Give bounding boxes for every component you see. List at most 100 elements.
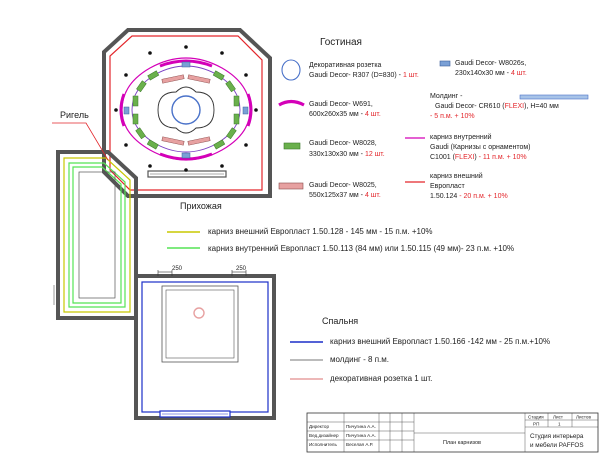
ceiling-rosette — [171, 95, 201, 125]
tb-h-sheet: Лист — [553, 415, 564, 420]
hallway-inner-cornice — [68, 162, 126, 308]
legend-hall-inner: карниз внутренний Европласт 1.50.113 (84… — [208, 244, 514, 253]
tb-role-1: Вед.дизайнер — [309, 432, 339, 438]
w8028-element — [132, 95, 139, 107]
w8028-element — [146, 139, 159, 150]
w691-element — [159, 152, 213, 161]
bedroom: 250 250 — [134, 266, 276, 420]
legend-rosette-l2: Gaudi Decor- R307 (D=830) - 1 шт. — [309, 72, 419, 79]
w8028-element — [225, 80, 236, 93]
legend-w691-l2: 600x260x35 мм - 4 шт. — [309, 111, 381, 118]
molding-legend-icon — [519, 94, 589, 100]
living-room-wall — [102, 28, 272, 198]
legend-hall: карниз внешний Европласт 1.50.128 - 145 … — [167, 227, 514, 253]
hallway-outer-cornice — [63, 157, 131, 313]
spotlight — [220, 164, 224, 168]
tb-sheet: 1 — [558, 422, 561, 427]
spotlight — [184, 168, 188, 172]
hallway — [53, 150, 138, 320]
spotlight — [220, 51, 224, 55]
w8025-legend-icon — [278, 182, 304, 190]
legend-w691-l1: Gaudi Decor- W691, — [309, 101, 373, 108]
tb-h-stage: Стадия — [528, 415, 544, 420]
tb-role-0: Директор — [309, 424, 329, 429]
spotlight — [184, 45, 188, 49]
room-label-bedroom: Спальня — [322, 316, 358, 326]
rigel-label: Ригель — [60, 110, 89, 120]
ceiling-composition — [114, 45, 258, 172]
legend-bedroom-rosette: декоративная розетка 1 шт. — [330, 374, 432, 383]
w8026s-legend-icon — [439, 60, 451, 67]
w691-element — [159, 59, 213, 68]
hallway-inner-cornice — [72, 166, 122, 304]
spotlight — [124, 73, 128, 77]
tb-role-2: Исполнитель — [309, 442, 337, 447]
w8026s-element — [123, 106, 130, 115]
w8026s-element — [181, 61, 191, 68]
legend-bedroom: карниз внешний Европласт 1.50.166 -142 м… — [290, 337, 550, 383]
dimension-label: 250 — [172, 266, 183, 272]
tb-sheet-title: План карнизов — [443, 440, 481, 446]
w8028-element — [212, 70, 225, 81]
legend-w8026s-l1: Gaudi Decor- W8026s, — [455, 60, 526, 67]
spotlight — [148, 164, 152, 168]
legend-w8028-l2: 330x130x30 мм - 12 шт. — [309, 151, 385, 158]
title-block: Директор Пичугина А.А. Вед.дизайнер Пичу… — [306, 412, 599, 453]
legend-outer-l3: 1.50.124 - 20 п.м. + 10% — [430, 193, 508, 200]
legend-bedroom-molding: молдинг - 8 п.м. — [330, 355, 389, 364]
bedroom-wall — [134, 274, 276, 420]
legend-molding-l1: Молдинг - — [430, 93, 463, 100]
w8028-element — [132, 113, 139, 125]
rosette-frame — [157, 86, 215, 134]
legend-inner-l3: C1001 (FLEXI) - 11 п.м. + 10% — [430, 154, 527, 161]
tb-name-0: Пичугина А.А. — [346, 424, 376, 429]
bedroom-outer-cornice — [141, 281, 269, 413]
spotlight — [244, 73, 248, 77]
legend-w8028-l1: Gaudi Decor- W8028, — [309, 140, 377, 147]
rosette-legend-icon — [281, 59, 301, 81]
w691-legend-icon — [278, 99, 305, 107]
w8028-legend-icon — [283, 142, 301, 150]
tb-h-sheets: Листов — [576, 415, 591, 420]
spotlight — [254, 108, 258, 112]
w8028-element — [213, 139, 226, 150]
w8028-element — [233, 95, 240, 107]
w8028-element — [226, 127, 237, 140]
legend-rosette-l1: Декоративная розетка — [309, 62, 382, 69]
room-label-hall: Прихожая — [180, 201, 222, 211]
tb-stage: РП — [533, 422, 539, 427]
legend-outer-l2: Европласт — [430, 183, 465, 190]
w8028-element — [147, 70, 160, 81]
w8026s-element — [181, 152, 191, 159]
legend-w8025-l2: 550x125x37 мм - 4 шт. — [309, 192, 381, 199]
tb-name-1: Пичугина А.А. — [346, 433, 376, 438]
bedroom-molding — [161, 285, 239, 363]
w8028-element — [136, 80, 147, 93]
legend-living-right: Gaudi Decor- W8026s, 230x140x30 мм - 4 ш… — [405, 60, 589, 200]
legend-outer-l1: карниз внешний — [430, 172, 483, 180]
w8028-elements — [132, 70, 240, 150]
w691-element — [246, 93, 253, 127]
tb-name-2: Веселая А.Р. — [346, 442, 373, 447]
hallway-wall — [56, 150, 138, 320]
legend-molding-l2: Gaudi Decor- CR610 (FLEXI), H=40 мм — [435, 103, 559, 110]
spotlight — [114, 108, 118, 112]
living-room-outer-cornice — [109, 35, 263, 191]
legend-molding-l3: - 5 п.м. + 10% — [430, 113, 475, 120]
tb-company-l2: и мебели PAFFOS — [530, 441, 584, 449]
legend-w8026s-l2: 230x140x30 мм - 4 шт. — [455, 70, 527, 77]
w8025-element — [187, 74, 211, 84]
w8028-element — [233, 113, 240, 125]
w691-element — [119, 93, 126, 127]
w8025-element — [187, 136, 211, 146]
w8025-element — [161, 74, 185, 84]
legend-inner-l1: карниз внутренний — [430, 133, 492, 141]
hallway-ceiling-panel — [78, 171, 116, 299]
w8026s-element — [242, 106, 249, 115]
spotlight — [148, 51, 152, 55]
spotlight — [124, 143, 128, 147]
dimension-label: 250 — [236, 266, 247, 272]
legend-w8025-l1: Gaudi Decor- W8025, — [309, 182, 377, 189]
